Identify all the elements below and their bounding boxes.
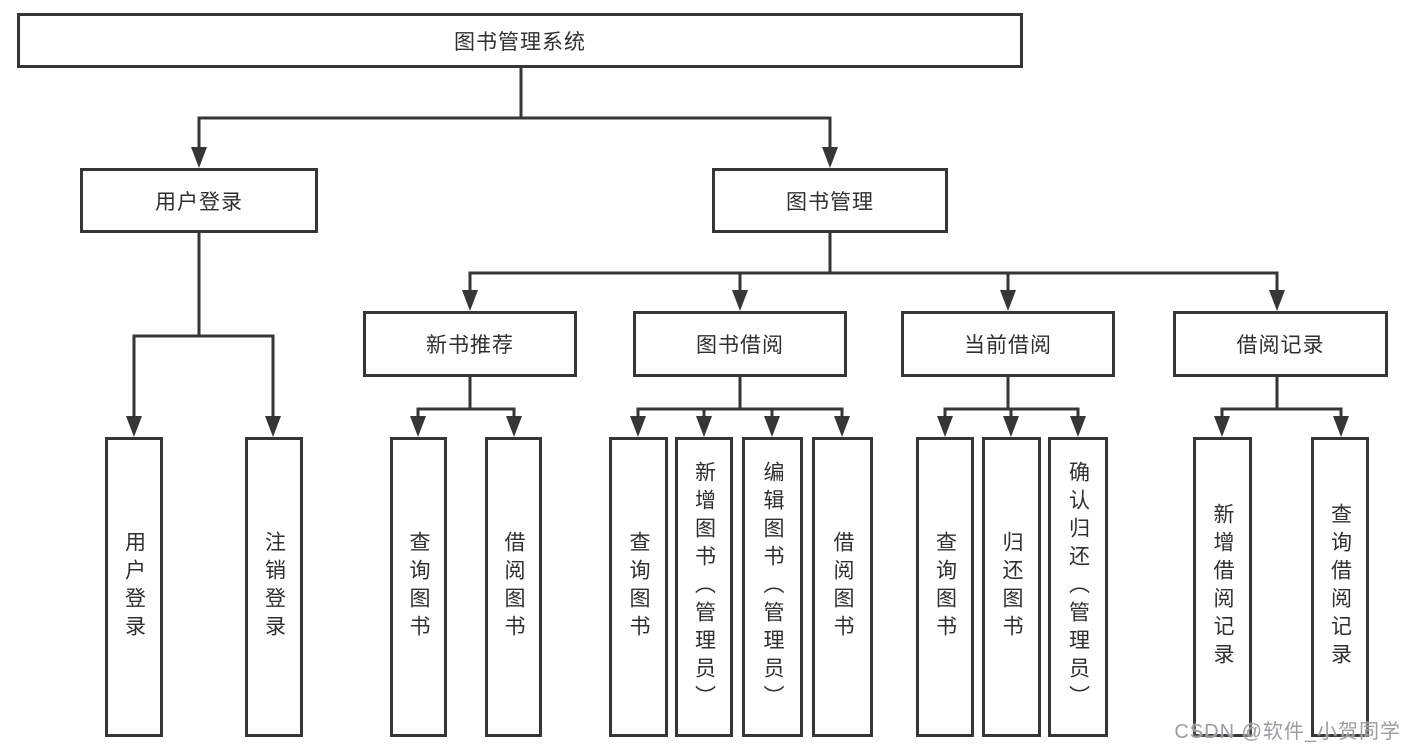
leaf-add-borrow-record: 新增借阅记录 [1193, 437, 1252, 737]
leaf-query-borrow-record-label: 查询借阅记录 [1328, 503, 1352, 671]
watermark-text: CSDN @软件_小贺同学 [1174, 721, 1401, 743]
leaf-edit-book-admin: 编辑图书（管理员） [742, 437, 803, 737]
node-library-system: 图书管理系统 [17, 13, 1023, 68]
leaf-logout: 注销登录 [245, 437, 303, 737]
node-book-management-label: 图书管理 [786, 190, 874, 214]
leaf-query-books-recommend-label: 查询图书 [407, 531, 430, 643]
node-book-borrow-label: 图书借阅 [696, 334, 784, 357]
node-user-login-branch: 用户登录 [80, 168, 318, 233]
leaf-add-book-admin: 新增图书（管理员） [675, 437, 733, 737]
leaf-add-book-admin-label: 新增图书（管理员） [692, 461, 716, 713]
leaf-query-books-current-label: 查询图书 [933, 531, 957, 643]
leaf-confirm-return-admin-label: 确认归还（管理员） [1066, 461, 1090, 713]
node-book-borrow: 图书借阅 [633, 311, 847, 377]
leaf-confirm-return-admin: 确认归还（管理员） [1048, 437, 1108, 737]
node-current-borrow-label: 当前借阅 [964, 334, 1052, 357]
node-book-management: 图书管理 [712, 168, 948, 233]
leaf-borrow-books-label: 借阅图书 [831, 531, 854, 643]
leaf-borrow-books-recommend-label: 借阅图书 [502, 531, 525, 643]
leaf-query-books-current: 查询图书 [916, 437, 974, 737]
leaf-user-login: 用户登录 [105, 437, 163, 737]
leaf-borrow-books: 借阅图书 [812, 437, 873, 737]
node-borrow-records-label: 借阅记录 [1236, 334, 1325, 357]
leaf-borrow-books-recommend: 借阅图书 [485, 437, 542, 737]
leaf-query-books-borrow: 查询图书 [609, 437, 668, 737]
leaf-add-borrow-record-label: 新增借阅记录 [1211, 503, 1234, 671]
leaf-edit-book-admin-label: 编辑图书（管理员） [761, 461, 784, 713]
node-borrow-records: 借阅记录 [1173, 311, 1388, 377]
leaf-query-books-borrow-label: 查询图书 [627, 531, 650, 643]
leaf-logout-label: 注销登录 [262, 531, 286, 643]
node-new-book-recommend-label: 新书推荐 [426, 334, 514, 357]
leaf-query-borrow-record: 查询借阅记录 [1311, 437, 1369, 737]
node-current-borrow: 当前借阅 [901, 311, 1115, 377]
leaf-user-login-label: 用户登录 [122, 531, 146, 643]
node-user-login-branch-label: 用户登录 [155, 190, 243, 214]
node-library-system-label: 图书管理系统 [454, 30, 586, 54]
leaf-return-books-label: 归还图书 [1000, 531, 1023, 643]
node-new-book-recommend: 新书推荐 [363, 311, 577, 377]
leaf-query-books-recommend: 查询图书 [390, 437, 447, 737]
leaf-return-books: 归还图书 [982, 437, 1041, 737]
